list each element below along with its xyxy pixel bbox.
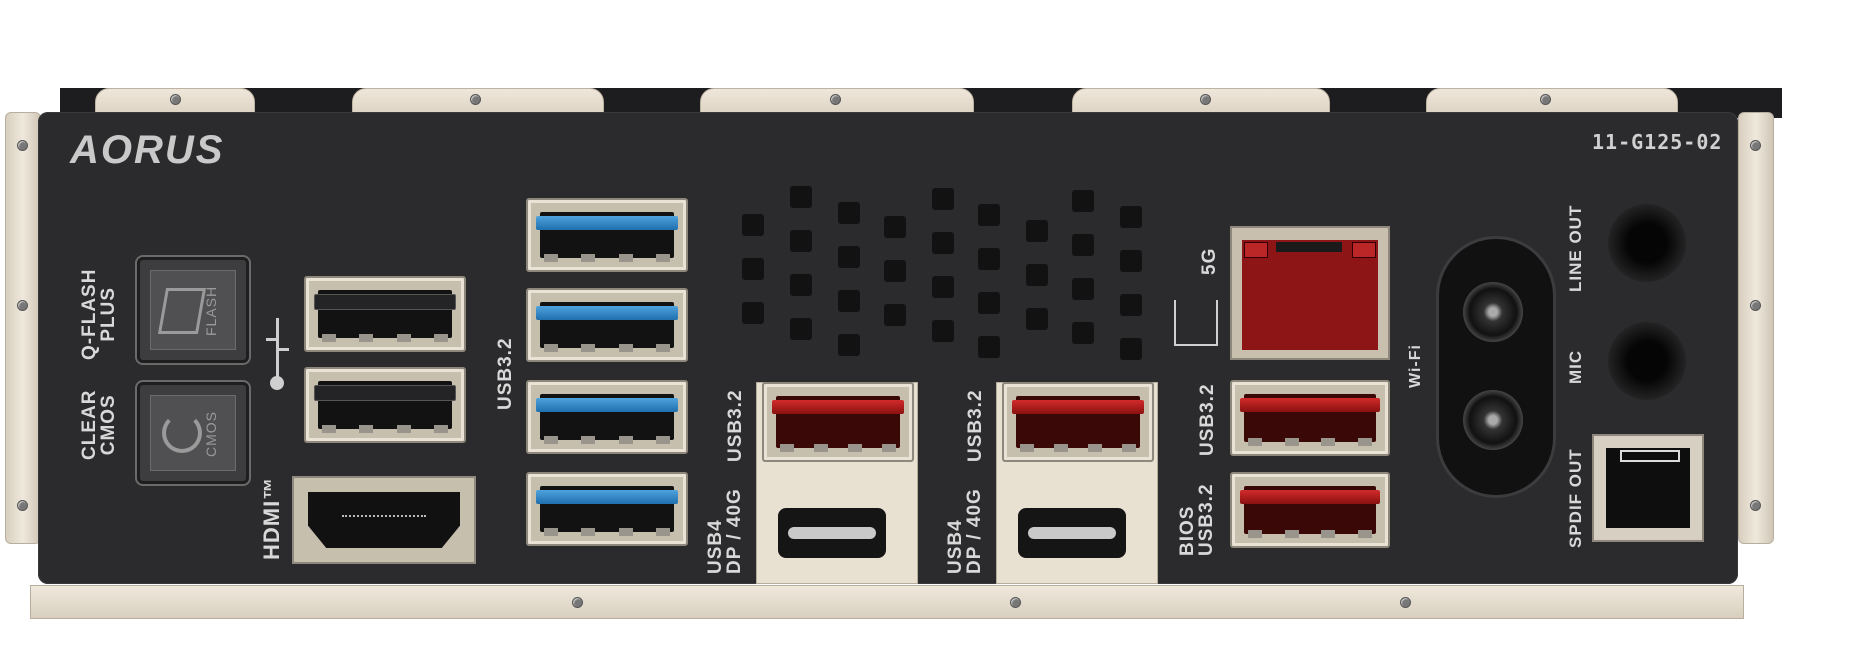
usb4-2-label: USB4 DP / 40G — [945, 488, 985, 574]
usb4-1-top-label: USB3.2 — [725, 389, 746, 462]
line-out-jack[interactable] — [1608, 204, 1686, 282]
ethernet-port[interactable] — [1230, 226, 1390, 360]
lan-label: 5G — [1199, 247, 1220, 275]
vent-grid — [742, 184, 1152, 364]
screw — [1750, 500, 1761, 511]
wifi-antenna-connector[interactable] — [1463, 390, 1523, 450]
usb-a-port-blue[interactable] — [526, 380, 688, 454]
usb-a-port-red[interactable] — [1230, 380, 1390, 456]
usb-a-port-blue[interactable] — [526, 472, 688, 546]
wifi-antenna-connector[interactable] — [1463, 282, 1523, 342]
mic-label: MIC — [1566, 349, 1585, 384]
usb32-left-label: USB3.2 — [495, 337, 516, 410]
bios-usb-port[interactable] — [1230, 472, 1390, 548]
mic-jack[interactable] — [1608, 322, 1686, 400]
usb-a-port-blue[interactable] — [526, 198, 688, 272]
screw — [170, 94, 181, 105]
usb4-2-top-label: USB3.2 — [965, 389, 986, 462]
usb-a-port-red[interactable] — [762, 382, 914, 462]
flash-icon — [157, 288, 207, 334]
hdmi-label: HDMI™ — [259, 476, 284, 560]
usb-c-port[interactable] — [1018, 508, 1126, 558]
usb4-1-label: USB4 DP / 40G — [705, 488, 745, 574]
aorus-logo: AORUS — [70, 128, 225, 172]
model-number: 11-G125-02 — [1592, 130, 1723, 154]
qflash-label: Q-FLASH PLUS — [79, 268, 119, 360]
usb-a-port-red[interactable] — [1002, 382, 1154, 462]
cmos-face-label: CMOS — [203, 411, 219, 457]
screw — [572, 597, 583, 608]
refresh-icon — [162, 413, 202, 453]
screw — [1750, 140, 1761, 151]
screw — [470, 94, 481, 105]
bottom-rail — [30, 585, 1744, 619]
left-rail — [5, 112, 41, 544]
screw — [17, 500, 28, 511]
hdmi-port[interactable] — [292, 476, 476, 564]
screw — [1010, 597, 1021, 608]
network-icon — [1174, 300, 1218, 346]
screw — [1540, 94, 1551, 105]
screw — [17, 300, 28, 311]
spdif-label: SPDIF OUT — [1566, 448, 1585, 548]
wifi-antenna-module — [1436, 236, 1556, 498]
clear-cmos-label: CLEAR CMOS — [79, 389, 119, 460]
screw — [1750, 300, 1761, 311]
usb-a-port[interactable] — [304, 276, 466, 352]
usb32-right2-label: BIOS USB3.2 — [1177, 483, 1217, 556]
usb32-right1-label: USB3.2 — [1197, 383, 1218, 456]
wifi-label: Wi-Fi — [1407, 344, 1424, 388]
right-rail — [1738, 112, 1774, 544]
line-out-label: LINE OUT — [1566, 204, 1585, 292]
screw — [1200, 94, 1211, 105]
usb-a-port-blue[interactable] — [526, 288, 688, 362]
qflash-plus-button[interactable]: FLASH — [137, 257, 249, 363]
screw — [830, 94, 841, 105]
clear-cmos-button[interactable]: CMOS — [137, 382, 249, 484]
qflash-face-label: FLASH — [203, 285, 219, 336]
screw — [17, 140, 28, 151]
usb-c-port[interactable] — [778, 508, 886, 558]
usb-a-port[interactable] — [304, 367, 466, 443]
spdif-out-port[interactable] — [1592, 434, 1704, 542]
screw — [1400, 597, 1411, 608]
usb-icon — [266, 318, 289, 390]
